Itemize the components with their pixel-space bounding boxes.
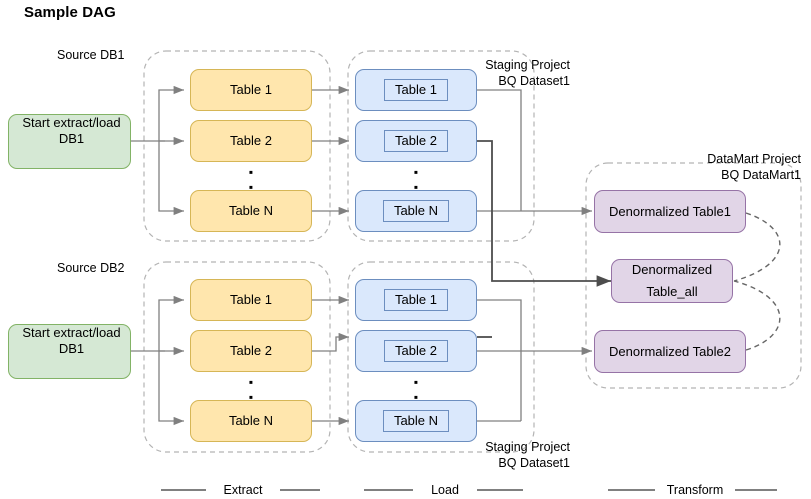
edges-extract-bottom bbox=[312, 295, 349, 426]
source-db2-table-2[interactable]: Table 2 bbox=[190, 330, 312, 372]
label-datamart-line1: DataMart Project bbox=[707, 152, 801, 166]
edges-transform-table-all bbox=[477, 140, 611, 338]
label-source-db1: Source DB1 bbox=[57, 48, 125, 62]
denormalized-table-all[interactable]: Denormalized Table_all bbox=[611, 259, 733, 303]
denormalized-table1-label: Denormalized Table1 bbox=[609, 203, 731, 219]
source-db1-table-n-label: Table N bbox=[228, 203, 274, 218]
label-staging-bottom-line2: BQ Dataset1 bbox=[498, 456, 570, 470]
label-staging-top-line2: BQ Dataset1 bbox=[498, 74, 570, 88]
staging-bottom-table-1-label: Table 1 bbox=[384, 289, 448, 311]
source-db1-table-n[interactable]: Table N bbox=[190, 190, 312, 232]
start-node-db1-bottom-line2: DB1 bbox=[58, 341, 85, 356]
staging-top-ellipsis-2: ▪ bbox=[413, 180, 419, 194]
legend-label-load: Load bbox=[413, 483, 477, 498]
source-db2-table-2-label: Table 2 bbox=[230, 343, 272, 358]
denormalized-table-all-line2: Table_all bbox=[646, 284, 698, 299]
edges-extract-top bbox=[312, 85, 349, 216]
denormalized-table2-label: Denormalized Table2 bbox=[609, 343, 731, 359]
denormalized-table2[interactable]: Denormalized Table2 bbox=[594, 330, 746, 373]
denormalized-table-all-line1: Denormalized bbox=[631, 262, 713, 277]
edges-transform-table2 bbox=[477, 299, 592, 422]
staging-bottom-ellipsis-1: ▪ bbox=[413, 375, 419, 389]
denormalized-table1[interactable]: Denormalized Table1 bbox=[594, 190, 746, 233]
source-db1-table-2[interactable]: Table 2 bbox=[190, 120, 312, 162]
source-db1-table-1[interactable]: Table 1 bbox=[190, 69, 312, 111]
edges-start-db1-top bbox=[131, 85, 184, 216]
source-db1-ellipsis-1: ▪ bbox=[248, 165, 254, 179]
staging-top-table-1-label: Table 1 bbox=[384, 79, 448, 101]
start-node-db1-top[interactable]: Start extract/load DB1 bbox=[8, 114, 131, 169]
staging-top-table-n-label: Table N bbox=[382, 200, 450, 222]
staging-top-ellipsis-1: ▪ bbox=[413, 165, 419, 179]
legend-label-transform: Transform bbox=[655, 483, 735, 498]
page-title: Sample DAG bbox=[24, 4, 116, 21]
source-db2-ellipsis-1: ▪ bbox=[248, 375, 254, 389]
source-db2-table-1[interactable]: Table 1 bbox=[190, 279, 312, 321]
label-datamart-line2: BQ DataMart1 bbox=[721, 168, 801, 182]
source-db1-ellipsis-2: ▪ bbox=[248, 180, 254, 194]
source-db2-table-n[interactable]: Table N bbox=[190, 400, 312, 442]
staging-bottom-table-2-label: Table 2 bbox=[384, 340, 448, 362]
staging-top-table-1[interactable]: Table 1 bbox=[355, 69, 477, 111]
edges-denorm-feedback bbox=[733, 212, 781, 351]
label-source-db2: Source DB2 bbox=[57, 261, 125, 275]
edges-start-db2-bottom bbox=[131, 295, 184, 426]
source-db1-table-1-label: Table 1 bbox=[230, 82, 272, 97]
staging-bottom-table-n[interactable]: Table N bbox=[355, 400, 477, 442]
staging-bottom-table-1[interactable]: Table 1 bbox=[355, 279, 477, 321]
start-node-db1-bottom-line1: Start extract/load bbox=[22, 325, 121, 340]
start-node-db1-bottom[interactable]: Start extract/load DB1 bbox=[8, 324, 131, 379]
label-staging-bottom-line1: Staging Project bbox=[485, 440, 570, 454]
staging-bottom-ellipsis-2: ▪ bbox=[413, 390, 419, 404]
staging-top-table-2-label: Table 2 bbox=[384, 130, 448, 152]
staging-top-table-n[interactable]: Table N bbox=[355, 190, 477, 232]
source-db2-table-n-label: Table N bbox=[228, 413, 274, 428]
start-node-db1-top-line2: DB1 bbox=[58, 131, 85, 146]
staging-bottom-table-n-label: Table N bbox=[382, 410, 450, 432]
staging-bottom-table-2[interactable]: Table 2 bbox=[355, 330, 477, 372]
source-db2-ellipsis-2: ▪ bbox=[248, 390, 254, 404]
start-node-db1-top-line1: Start extract/load bbox=[22, 115, 121, 130]
source-db2-table-1-label: Table 1 bbox=[230, 292, 272, 307]
edges-transform-table1 bbox=[477, 89, 592, 216]
legend-label-extract: Extract bbox=[206, 483, 280, 498]
label-staging-top-line1: Staging Project bbox=[485, 58, 570, 72]
staging-top-table-2[interactable]: Table 2 bbox=[355, 120, 477, 162]
source-db1-table-2-label: Table 2 bbox=[230, 133, 272, 148]
